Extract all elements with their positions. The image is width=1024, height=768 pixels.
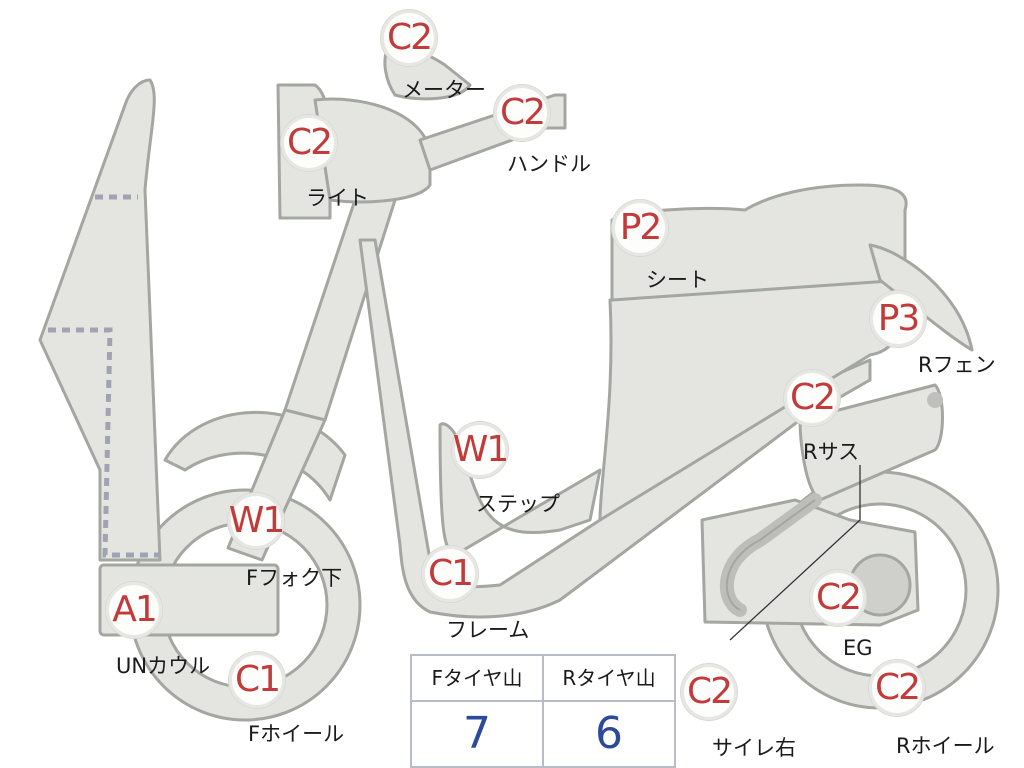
- grade-badge-r-fender: P3: [870, 291, 926, 347]
- grade-badge-r-sus: C2: [784, 370, 840, 426]
- grade-badge-under-cowl: A1: [106, 582, 162, 638]
- front-tread-value: 7: [463, 708, 491, 759]
- front-cowl-shape: [38, 78, 162, 562]
- table-divider: [542, 656, 544, 766]
- part-label-f-wheel: Fホイール: [248, 722, 345, 746]
- part-label-seat: シート: [646, 268, 709, 292]
- part-label-handle: ハンドル: [507, 152, 591, 176]
- part-label-silencer-right: サイレ右: [712, 736, 796, 760]
- part-label-step: ステップ: [476, 492, 560, 516]
- part-label-f-fork: Fフォク下: [246, 566, 343, 590]
- tire-tread-table: Fタイヤ山 Rタイヤ山 7 6: [410, 654, 676, 768]
- grade-badge-meter: C2: [381, 10, 437, 66]
- part-label-r-fender: Rフェン: [918, 353, 996, 377]
- part-label-under-cowl: UNカウル: [116, 654, 211, 678]
- grade-badge-step: W1: [452, 422, 509, 478]
- grade-badge-frame: C1: [422, 546, 478, 602]
- grade-badge-light: C2: [281, 115, 337, 171]
- part-label-frame: フレーム: [446, 618, 530, 642]
- grade-badge-f-fork: W1: [228, 493, 285, 549]
- grade-badge-f-wheel: C1: [229, 652, 285, 708]
- grade-badge-seat: P2: [612, 200, 668, 256]
- grade-badge-engine: C2: [810, 570, 866, 626]
- part-label-engine: EG: [843, 636, 873, 660]
- part-label-light: ライト: [306, 186, 369, 210]
- part-label-r-wheel: Rホイール: [896, 734, 995, 758]
- grade-badge-silencer-right: C2: [681, 664, 737, 720]
- grade-badge-handle: C2: [494, 85, 550, 141]
- rear-tread-value: 6: [595, 708, 623, 759]
- part-label-r-sus: Rサス: [803, 440, 860, 464]
- front-tread-header: Fタイヤ山: [412, 656, 542, 702]
- rear-tread-header: Rタイヤ山: [544, 656, 674, 702]
- grade-badge-r-wheel: C2: [869, 660, 925, 716]
- part-label-meter: メーター: [402, 78, 486, 102]
